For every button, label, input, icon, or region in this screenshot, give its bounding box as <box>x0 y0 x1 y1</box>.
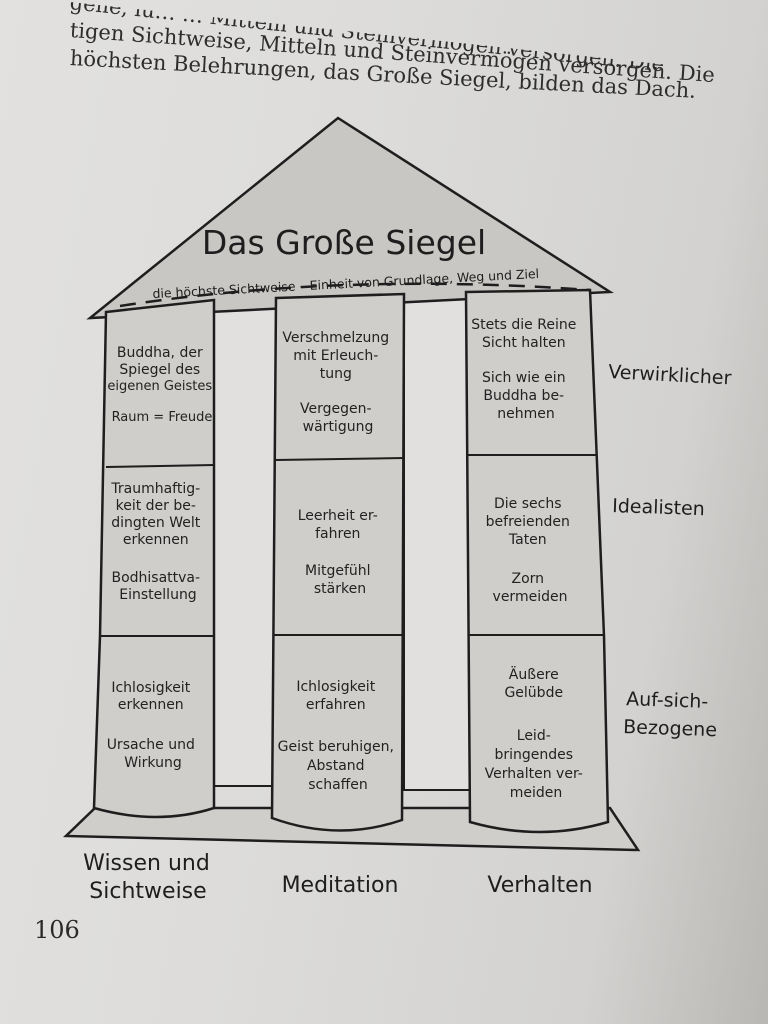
cell-line: Stets die Reine <box>471 317 576 333</box>
cell-p2-mid: Leerheit er- fahren Mitgefühl stärken <box>298 508 383 597</box>
pillar-meditation <box>270 292 406 832</box>
cell-line: Verschmelzung <box>282 330 389 346</box>
cell-line: meiden <box>510 785 563 801</box>
cell-line: Einstellung <box>119 587 196 603</box>
cell-line: Buddha, der <box>117 345 203 361</box>
cell-line: erkennen <box>123 532 189 548</box>
level-label-line: Bezogene <box>623 716 718 741</box>
cell-line: Taten <box>508 532 547 548</box>
pillar-verhalten <box>464 288 610 834</box>
cell-line: schaffen <box>308 777 368 793</box>
cell-line: Leid- <box>517 728 551 744</box>
cell-line: mit Erleuch- <box>293 348 378 364</box>
cell-line: Zorn <box>512 571 545 587</box>
cell-line: eigenen Geistes <box>107 379 212 394</box>
cell-p2-top: Verschmelzung mit Erleuch- tung Vergegen… <box>282 330 393 435</box>
cell-p3-bottom: Äußere Gelübde Leid- bringendes Verhalte… <box>485 665 588 801</box>
cell-line: Mitgefühl <box>305 563 371 579</box>
cell-line: dingten Welt <box>111 515 200 531</box>
cell-line: Äußere <box>509 665 559 683</box>
roof-title: Das Große Siegel <box>202 223 486 262</box>
cell-line: erkennen <box>118 697 184 713</box>
cell-line: Bodhisattva- <box>111 570 200 586</box>
page-number: 106 <box>34 916 80 944</box>
cell-line: wärtigung <box>303 419 374 435</box>
cell-line: vermeiden <box>493 589 568 605</box>
cell-line: Ursache und <box>107 737 195 753</box>
level-label-idealisten: Idealisten <box>612 495 705 520</box>
cell-p1-top: Buddha, der Spiegel des eigenen Geistes … <box>107 345 216 425</box>
cell-line: Die sechs <box>494 496 562 512</box>
cell-line: keit der be- <box>116 498 196 514</box>
pillar-label-line: Wissen und <box>83 851 210 876</box>
cell-line: Ichlosigkeit <box>296 679 375 695</box>
cell-line: erfahren <box>306 697 366 713</box>
cell-line: Sicht halten <box>482 335 566 351</box>
pillar-label-verhalten: Verhalten <box>487 873 592 898</box>
cell-line: Traumhaftig- <box>110 481 200 497</box>
cell-line: Abstand <box>307 758 365 774</box>
pillar-label-meditation: Meditation <box>282 873 399 898</box>
wall-gap-left <box>213 299 277 787</box>
cell-line: Buddha be- <box>483 388 564 404</box>
level-label-verwirklicher: Verwirklicher <box>608 361 732 389</box>
pillar-wissen <box>92 298 216 819</box>
level-label-auf-sich-bezogene: Auf-sich- Bezogene <box>623 688 719 741</box>
cell-line: Geist beruhigen, <box>278 739 394 755</box>
cell-line: bringendes <box>494 747 573 763</box>
cell-line: stärken <box>314 581 366 597</box>
cell-p1-bottom: Ichlosigkeit erkennen Ursache und Wirkun… <box>107 680 200 771</box>
cell-line: Spiegel des <box>119 362 200 378</box>
cell-line: Gelübde <box>504 685 563 701</box>
cell-p1-mid: Traumhaftig- keit der be- dingten Welt e… <box>110 481 204 603</box>
cell-line: nehmen <box>497 406 554 422</box>
level-label-line: Auf-sich- <box>626 688 709 713</box>
pillar-label-wissen: Wissen und Sichtweise <box>83 851 217 904</box>
cell-line: Leerheit er- <box>298 508 378 524</box>
cell-line: Ichlosigkeit <box>111 680 190 696</box>
cell-p3-mid: Die sechs befreienden Taten Zorn vermeid… <box>486 496 575 605</box>
cell-line: fahren <box>315 526 360 542</box>
cell-line: Verhalten ver- <box>485 766 583 782</box>
cell-line: tung <box>320 366 352 382</box>
cell-line: Raum = Freude <box>112 410 213 425</box>
pillar-label-line: Sichtweise <box>89 879 206 904</box>
cell-line: Wirkung <box>124 755 182 771</box>
cell-line: Sich wie ein <box>482 370 566 386</box>
roof-dashed-line <box>119 282 591 308</box>
cell-p3-top: Stets die Reine Sicht halten Sich wie ei… <box>471 317 581 422</box>
cell-line: Vergegen- <box>300 401 372 417</box>
wall-gap-right <box>403 291 473 791</box>
cell-line: befreienden <box>486 514 570 530</box>
cell-p2-bottom: Ichlosigkeit erfahren Geist beruhigen, A… <box>278 679 399 793</box>
